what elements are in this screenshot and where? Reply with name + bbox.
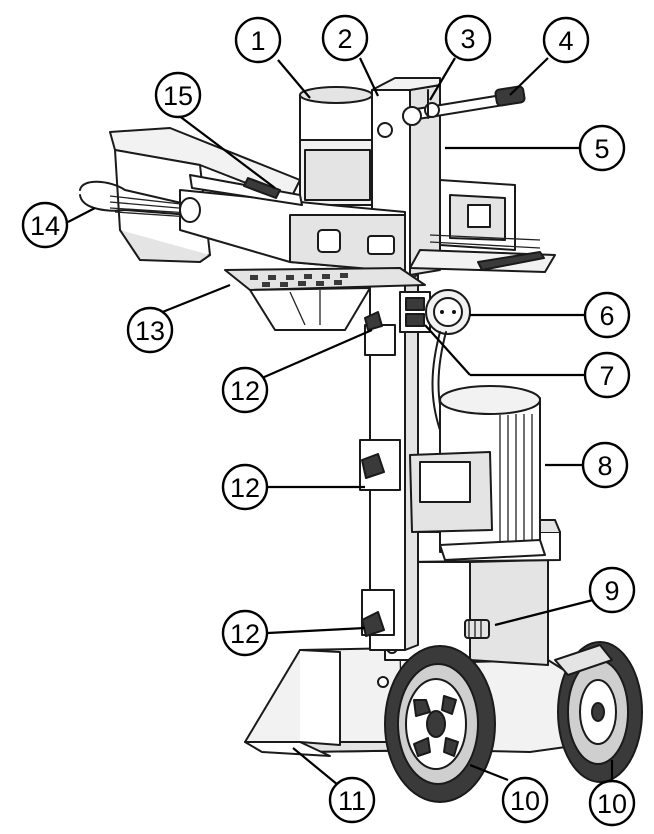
wheel-front — [384, 645, 496, 803]
callout-12-bottom: 12 — [221, 609, 269, 657]
callout-6: 6 — [583, 291, 631, 339]
callout-11-label: 11 — [338, 786, 366, 816]
callout-3: 3 — [444, 14, 492, 62]
callout-10-front-label: 10 — [510, 786, 540, 816]
callout-15: 15 — [154, 71, 202, 119]
callout-9-label: 9 — [604, 576, 619, 606]
callout-6-label: 6 — [599, 301, 614, 331]
callout-10-rear-label: 10 — [597, 789, 627, 819]
callout-10-rear: 10 — [588, 779, 636, 827]
control-frame — [409, 179, 556, 273]
callout-5: 5 — [578, 124, 626, 172]
electric-motor — [409, 385, 546, 561]
callout-14-label: 14 — [30, 211, 60, 241]
callout-14: 14 — [21, 201, 69, 249]
callout-12-bottom-label: 12 — [230, 619, 260, 649]
callout-12-top-label: 12 — [230, 376, 260, 406]
callout-12-top: 12 — [221, 366, 269, 414]
hydraulic-cylinder-top — [299, 86, 373, 206]
callout-8: 8 — [581, 441, 629, 489]
work-table — [224, 267, 426, 331]
callout-7: 7 — [583, 351, 631, 399]
callout-10-front: 10 — [501, 776, 549, 824]
callout-1-label: 1 — [250, 26, 265, 56]
callout-1: 1 — [234, 16, 282, 64]
callout-11: 11 — [328, 776, 376, 824]
callout-2: 2 — [321, 14, 369, 62]
switch-box — [399, 289, 471, 335]
callout-12-mid-label: 12 — [230, 473, 260, 503]
callout-5-label: 5 — [594, 134, 609, 164]
splitting-arm — [109, 127, 406, 273]
wheel-right — [554, 641, 643, 783]
callout-13: 13 — [126, 306, 174, 354]
callout-2-label: 2 — [337, 24, 352, 54]
leader-lines — [67, 57, 614, 786]
control-lever-top — [402, 85, 526, 126]
locking-knobs — [361, 311, 385, 637]
callout-15-label: 15 — [163, 81, 193, 111]
callout-8-label: 8 — [597, 451, 612, 481]
callout-12-mid: 12 — [221, 463, 269, 511]
callout-7-label: 7 — [599, 361, 614, 391]
callout-4-label: 4 — [558, 26, 573, 56]
callout-4: 4 — [542, 16, 590, 64]
callout-9: 9 — [588, 566, 636, 614]
callout-13-label: 13 — [135, 316, 165, 346]
oil-cap — [464, 619, 490, 639]
handle-loop — [79, 180, 201, 223]
callout-3-label: 3 — [460, 24, 475, 54]
